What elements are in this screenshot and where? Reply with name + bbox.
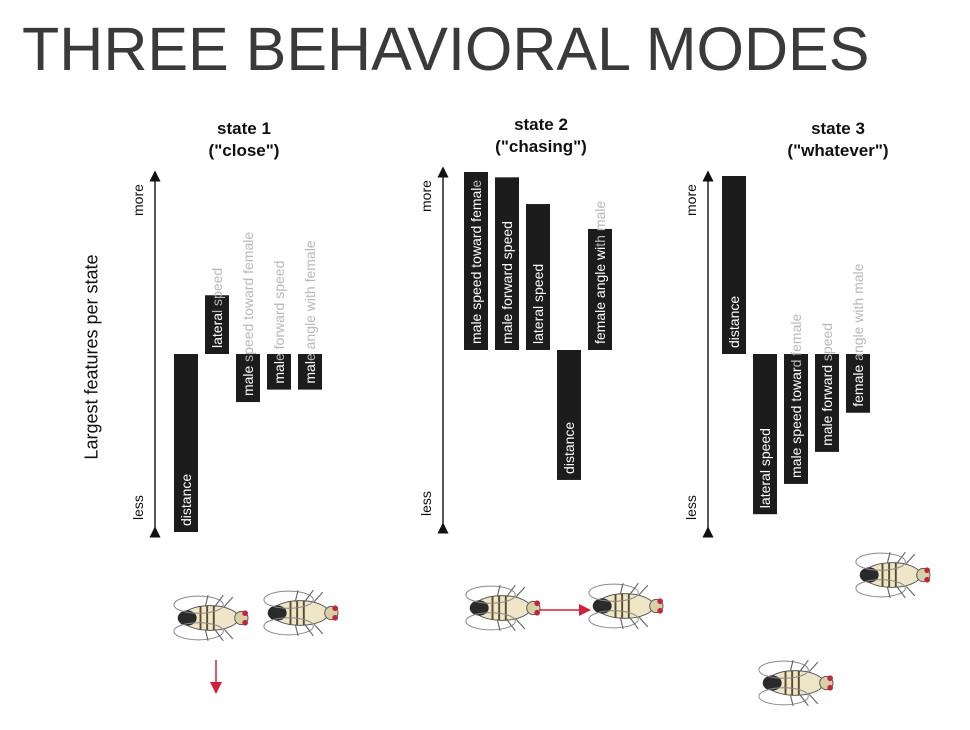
- state-3-more-label: more: [683, 184, 699, 216]
- state-1-bar-4: [267, 354, 291, 390]
- state-3-bar-label-2: lateral speed: [757, 428, 773, 508]
- state-2-heading: state 2 ("chasing"): [495, 114, 587, 158]
- state-3-bar-label-5: female angle with male: [850, 263, 866, 406]
- state-1-less-label: less: [130, 495, 146, 520]
- state-3-title: state 3: [811, 119, 865, 138]
- state-2-more-label: more: [418, 180, 434, 212]
- state-1-panel: more less distance lateral speed male speed …: [130, 170, 322, 538]
- state-3-panel: more less distance lateral speed male speed …: [683, 170, 870, 538]
- state-1-bar-3: [236, 354, 260, 403]
- state-2-bar-5: [588, 228, 612, 350]
- state-2-bar-2: [495, 177, 519, 350]
- state-2-title: state 2: [514, 115, 568, 134]
- state-2-bar-3: [526, 204, 550, 350]
- state-3-bar-label-4: male forward speed: [819, 323, 835, 446]
- state-3-bar-1: [722, 176, 746, 354]
- state-2-bar-label-4: distance: [561, 422, 577, 474]
- fly-illustration-chasing: [464, 582, 664, 632]
- state-3-bar-label-3: male speed toward female: [788, 314, 804, 478]
- state-1-bar-label-2: lateral speed: [209, 268, 225, 348]
- state-2-bar-4: [557, 350, 581, 480]
- state-1-more-label: more: [130, 184, 146, 216]
- state-1-bar-label-1: distance: [178, 474, 194, 526]
- state-1-bar-label-4: male forward speed: [271, 261, 287, 384]
- state-3-bar-5: [846, 354, 870, 413]
- state-2-bar-label-3: lateral speed: [530, 264, 546, 344]
- fly-illustration-whatever: [757, 551, 931, 707]
- state-3-bar-3: [784, 354, 808, 484]
- state-1-heading: state 1 ("close"): [209, 118, 280, 162]
- state-2-bar-label-5: female angle with male: [592, 201, 608, 344]
- state-1-bar-label-5: male angle with female: [302, 240, 318, 383]
- page-title: THREE BEHAVIORAL MODES: [22, 15, 870, 83]
- fly-illustration-close: [172, 589, 339, 694]
- state-3-bar-2: [753, 354, 777, 515]
- state-1-title: state 1: [217, 119, 271, 138]
- state-3-bar-4: [815, 354, 839, 452]
- state-1-bar-label-3: male speed toward female: [240, 232, 256, 396]
- state-2-bar-label-1: male speed toward female: [468, 180, 484, 344]
- state-2-panel: more less male speed toward female male for…: [418, 166, 612, 534]
- state-1-bar-5: [298, 354, 322, 390]
- state-1-bar-1: [174, 354, 198, 532]
- state-3-less-label: less: [683, 495, 699, 520]
- state-3-heading: state 3 ("whatever"): [787, 118, 888, 162]
- state-2-less-label: less: [418, 491, 434, 516]
- state-3-subtitle: ("whatever"): [787, 141, 889, 160]
- state-2-bar-label-2: male forward speed: [499, 221, 515, 344]
- state-2-bar-1: [464, 172, 488, 350]
- state-1-bar-2: [205, 295, 229, 354]
- state-1-subtitle: ("close"): [208, 141, 280, 160]
- state-2-subtitle: ("chasing"): [495, 137, 587, 156]
- state-3-bar-label-1: distance: [726, 296, 742, 348]
